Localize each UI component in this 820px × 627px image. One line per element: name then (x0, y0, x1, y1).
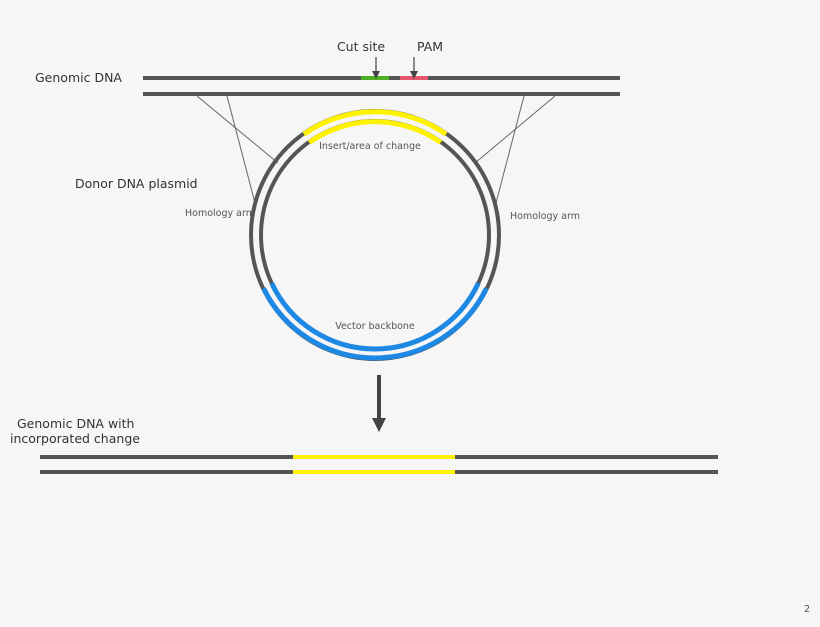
homology-arm-left-label: Homology arm (185, 208, 255, 219)
genomic-dna-label: Genomic DNA (35, 70, 122, 85)
result-label-line1: Genomic DNA with (17, 416, 134, 431)
backbone-outer (261, 287, 489, 361)
insert-inner (307, 119, 443, 145)
insert-label: Insert/area of change (319, 141, 421, 152)
donor-plasmid-label: Donor DNA plasmid (75, 176, 198, 191)
donor-plasmid (249, 109, 501, 361)
process-arrow (372, 375, 386, 432)
result-dna (40, 455, 718, 474)
backbone-inner (269, 282, 481, 352)
genomic-dna (143, 76, 620, 96)
result-label-line2: incorporated change (10, 431, 140, 446)
cut-site-label: Cut site (337, 39, 385, 54)
vector-backbone-label: Vector backbone (335, 321, 415, 332)
insert-outer (302, 109, 448, 137)
page-number: 2 (804, 604, 810, 615)
pam-label: PAM (417, 39, 443, 54)
homology-arm-right-label: Homology arm (510, 211, 580, 222)
homology-arm-lines (196, 95, 556, 204)
